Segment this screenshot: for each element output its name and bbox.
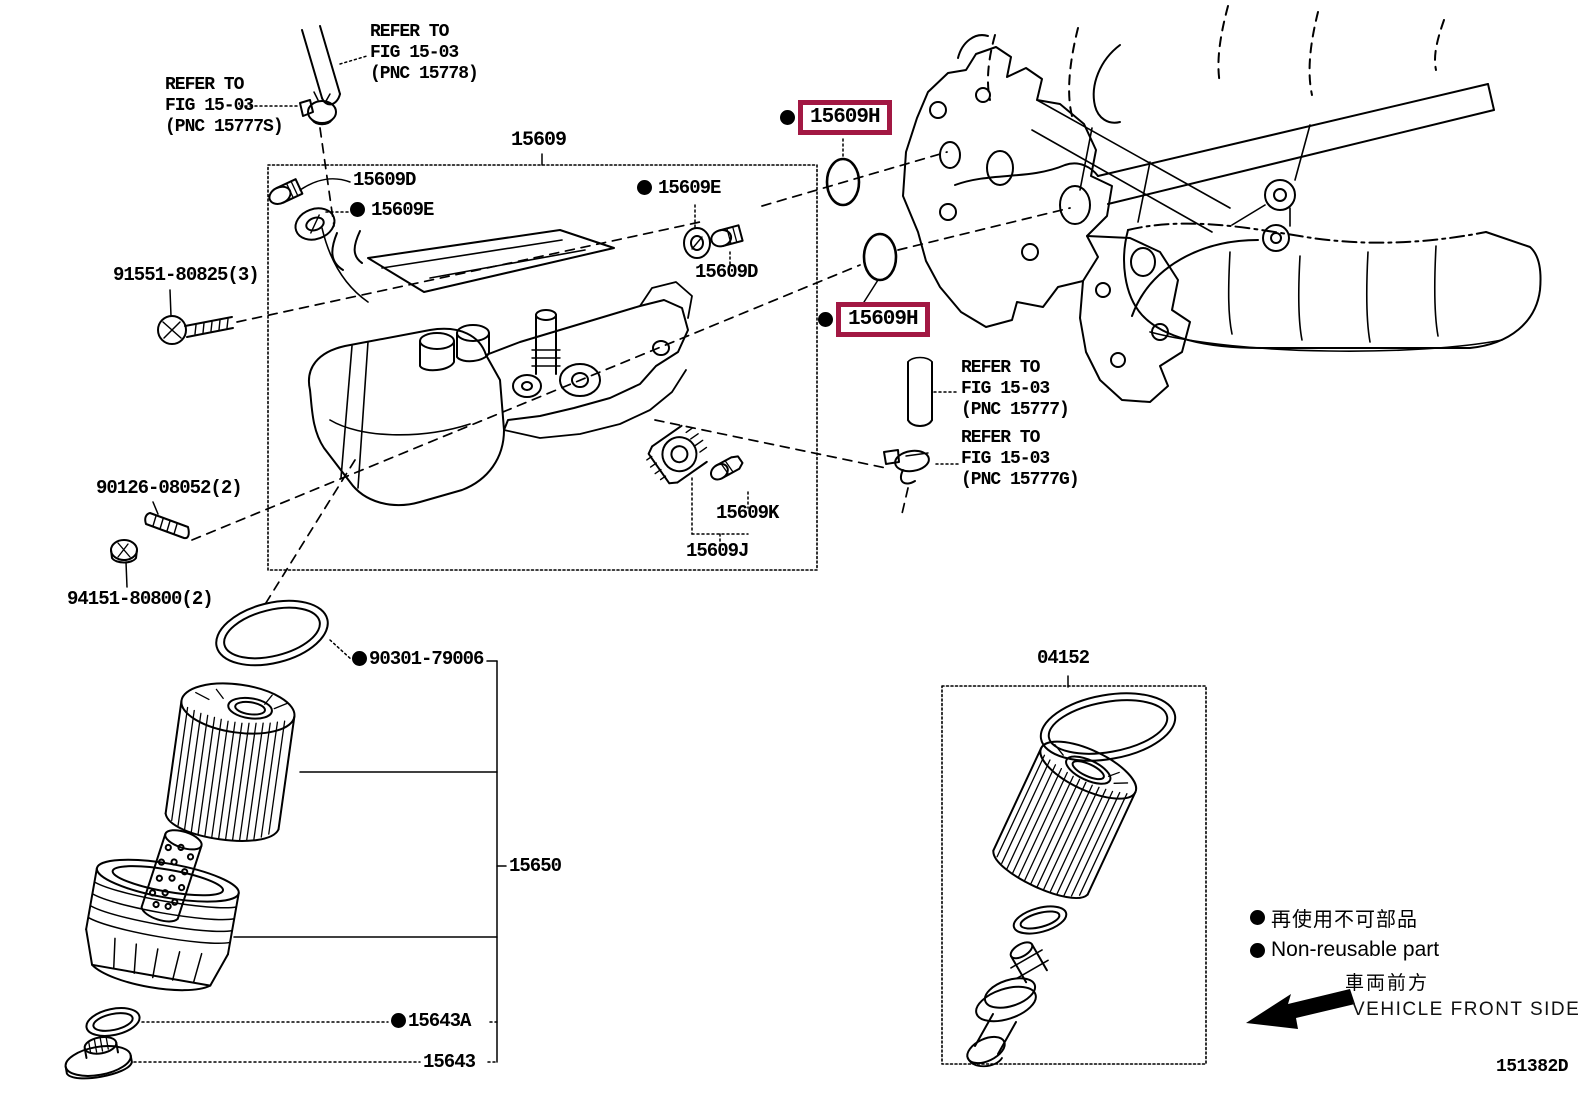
refer-note-line: (PNC 15777) bbox=[961, 400, 1070, 420]
part-number-text: 90301-79006 bbox=[369, 648, 484, 670]
stud-90126-drawing bbox=[144, 512, 190, 540]
filter-cap-drawing bbox=[85, 858, 240, 992]
engine-block-drawing bbox=[902, 5, 1542, 403]
part-number-text: 15643A bbox=[408, 1010, 471, 1032]
part-number-text: 90126-08052(2) bbox=[96, 477, 243, 499]
refer-note-line: FIG 15-03 bbox=[961, 379, 1050, 399]
part-number-text: 15650 bbox=[509, 855, 562, 877]
part-label-15609: 15609 bbox=[511, 129, 567, 152]
part-number-text: 15609E bbox=[658, 177, 721, 199]
legend-text: 再使用不可部品 bbox=[1271, 909, 1418, 931]
kit-filter-drawing bbox=[992, 740, 1138, 900]
part-label-04152: 04152 bbox=[1037, 647, 1090, 669]
part-number-text: 15609D bbox=[353, 169, 416, 191]
union-plug-and-gasket-mid bbox=[683, 224, 744, 259]
refer-note-line: (PNC 15777S) bbox=[165, 117, 284, 137]
legend-nonreusable-en: Non-reusable part bbox=[1250, 938, 1580, 962]
part-number-text: 91551-80825(3) bbox=[113, 264, 260, 286]
non-reusable-bullet-icon bbox=[391, 1013, 406, 1028]
refer-note-line: (PNC 15777G) bbox=[961, 470, 1080, 490]
refer-note-line: FIG 15-03 bbox=[961, 449, 1050, 469]
bracket-oring-drawing bbox=[215, 599, 329, 667]
refer-note-pnc15777s: REFER TO FIG 15-03 (PNC 15777S) bbox=[165, 75, 284, 138]
refer-note-line: REFER TO bbox=[961, 358, 1040, 378]
refer-note-line: REFER TO bbox=[165, 75, 244, 95]
refer-note-pnc15777: REFER TO FIG 15-03 (PNC 15777) bbox=[961, 358, 1070, 421]
part-label-15643: 15643 bbox=[423, 1051, 476, 1073]
part-label-15609d-top: 15609D bbox=[353, 169, 416, 191]
figure-code: 151382D bbox=[1496, 1057, 1569, 1077]
part-label-90301: 90301-79006 bbox=[352, 648, 484, 670]
part-number-text: 15609D bbox=[695, 261, 758, 283]
refer-note-line: (PNC 15778) bbox=[370, 64, 479, 84]
highlight-box[interactable]: 15609H bbox=[798, 100, 892, 135]
part-number-text: 04152 bbox=[1037, 647, 1090, 669]
kit-small-oring-drawing bbox=[1012, 905, 1068, 935]
kit-valve-drawing bbox=[966, 941, 1049, 1068]
non-reusable-bullet-icon bbox=[1250, 942, 1265, 958]
part-label-15609d-mid: 15609D bbox=[695, 261, 758, 283]
legend-nonreusable-jp: 再使用不可部品 bbox=[1250, 903, 1580, 932]
part-label-15609k: 15609K bbox=[716, 502, 779, 524]
cap-oring-drawing bbox=[85, 1007, 141, 1037]
part-label-15650: 15650 bbox=[509, 855, 562, 877]
filter-element-drawing bbox=[164, 682, 296, 842]
part-number-text: 15609J bbox=[686, 540, 749, 562]
refer-note-line: REFER TO bbox=[370, 22, 449, 42]
kit-oring-drawing bbox=[1039, 692, 1177, 762]
part-label-90126: 90126-08052(2) bbox=[96, 477, 243, 499]
kit-box-04152 bbox=[941, 685, 1207, 1065]
non-reusable-bullet-icon bbox=[780, 110, 795, 125]
part-label-94151: 94151-80800(2) bbox=[67, 588, 214, 610]
legend-text: Non-reusable part bbox=[1271, 938, 1440, 961]
callout-leader-lines bbox=[125, 55, 1069, 1063]
refer-note-pnc15778: REFER TO FIG 15-03 (PNC 15778) bbox=[370, 22, 479, 85]
non-reusable-bullet-icon bbox=[637, 180, 652, 195]
oring-15609h-upper bbox=[825, 157, 861, 207]
non-reusable-bullet-icon bbox=[350, 202, 365, 217]
part-label-15609j: 15609J bbox=[686, 540, 749, 562]
oring-15609h-lower bbox=[862, 232, 898, 282]
part-number-text: 15609E bbox=[371, 199, 434, 221]
refer-note-line: FIG 15-03 bbox=[165, 96, 254, 116]
oil-filter-bracket-drawing bbox=[307, 227, 693, 506]
refer-note-line: REFER TO bbox=[961, 428, 1040, 448]
refer-note-pnc15777g: REFER TO FIG 15-03 (PNC 15777G) bbox=[961, 428, 1080, 491]
refer-note-line: FIG 15-03 bbox=[370, 43, 459, 63]
oil-pipe-top-drawing bbox=[301, 25, 341, 106]
non-reusable-bullet-icon bbox=[1250, 910, 1265, 925]
legend: 再使用不可部品 Non-reusable part 車両前方 VEHICLE F… bbox=[1250, 903, 1580, 1021]
vehicle-front-arrow-icon bbox=[1246, 989, 1355, 1029]
highlighted-part-15609h-lower[interactable]: 15609H bbox=[818, 302, 930, 337]
pipe-clamp-drawing bbox=[883, 449, 930, 485]
part-label-15609e-top: 15609E bbox=[350, 199, 434, 221]
oil-pipe-right-drawing bbox=[907, 356, 933, 427]
part-number-text: 15609K bbox=[716, 502, 779, 524]
dashed-leader-lines bbox=[191, 127, 1071, 607]
part-number-text: 15609 bbox=[511, 129, 567, 152]
highlighted-part-15609h-upper[interactable]: 15609H bbox=[780, 100, 892, 135]
nut-94151-drawing bbox=[110, 539, 138, 564]
part-number-text: 15643 bbox=[423, 1051, 476, 1073]
highlight-box[interactable]: 15609H bbox=[836, 302, 930, 337]
legend-text: VEHICLE FRONT SIDE bbox=[1352, 999, 1581, 1020]
union-plug-and-gasket-top bbox=[268, 178, 336, 241]
check-valve-and-union-drawing bbox=[646, 424, 744, 485]
part-label-15643a: 15643A bbox=[391, 1010, 471, 1032]
bolt-91551-drawing bbox=[157, 315, 234, 345]
non-reusable-bullet-icon bbox=[352, 651, 367, 666]
legend-front-jp: 車両前方 bbox=[1345, 973, 1430, 994]
pipe-fitting-top-drawing bbox=[299, 91, 337, 126]
cap-plug-drawing bbox=[64, 1035, 133, 1080]
filter-tube-drawing bbox=[140, 829, 203, 923]
part-label-91551: 91551-80825(3) bbox=[113, 264, 260, 286]
non-reusable-bullet-icon bbox=[818, 312, 833, 327]
part-label-15609e-mid: 15609E bbox=[637, 177, 721, 199]
part-number-text: 94151-80800(2) bbox=[67, 588, 214, 610]
legend-front-en-row: VEHICLE FRONT SIDE bbox=[1250, 999, 1580, 1021]
